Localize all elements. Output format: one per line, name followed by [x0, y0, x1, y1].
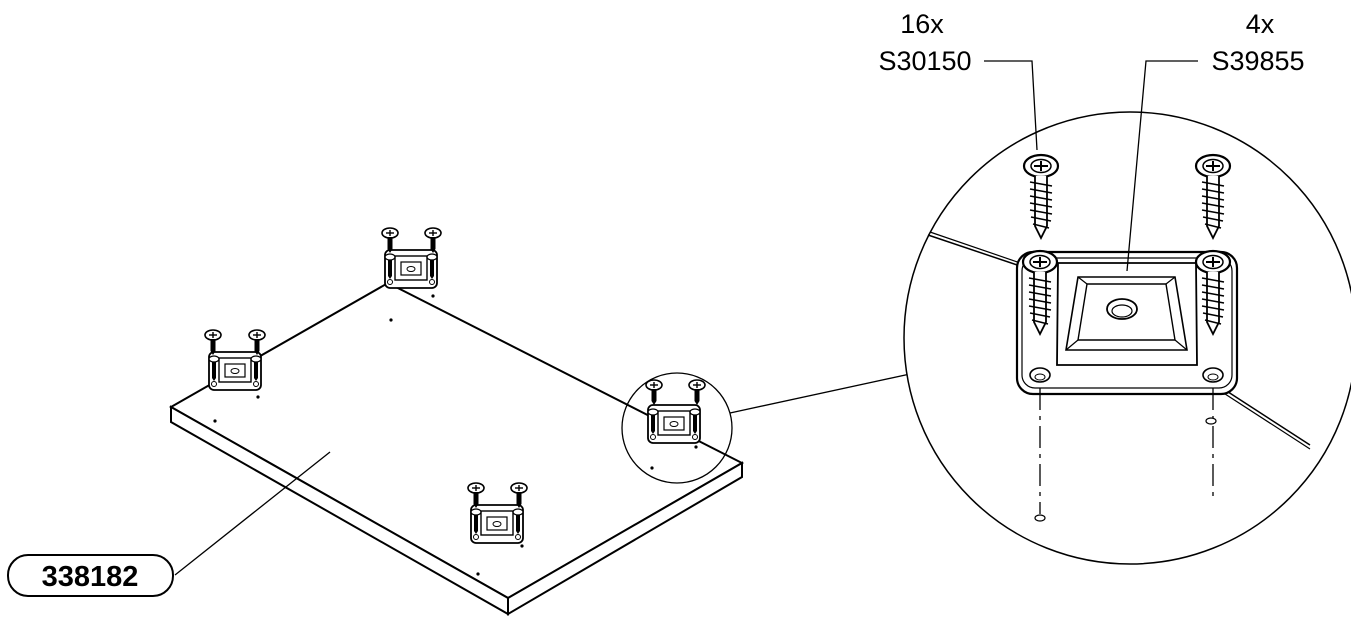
bracket-right — [647, 404, 701, 444]
part-callout: 338182 — [7, 451, 331, 597]
bracket-top — [384, 249, 438, 289]
detail-view — [903, 111, 1351, 565]
detail-marker-circle — [621, 372, 911, 484]
screw — [645, 379, 663, 406]
part-number: 338182 — [42, 561, 139, 593]
screw-code: S30150 — [878, 46, 971, 76]
bracket-bottom — [470, 504, 524, 544]
bracket-left — [208, 351, 262, 391]
bracket-code: S39855 — [1211, 46, 1304, 76]
bracket-label: 4x S39855 — [1126, 9, 1305, 272]
screw-quantity: 16x — [900, 9, 944, 39]
screw-label: 16x S30150 — [878, 9, 1038, 151]
bracket-quantity: 4x — [1246, 9, 1275, 39]
screw — [688, 379, 706, 406]
bracket-detail — [1015, 250, 1239, 396]
panel-board — [168, 281, 745, 616]
